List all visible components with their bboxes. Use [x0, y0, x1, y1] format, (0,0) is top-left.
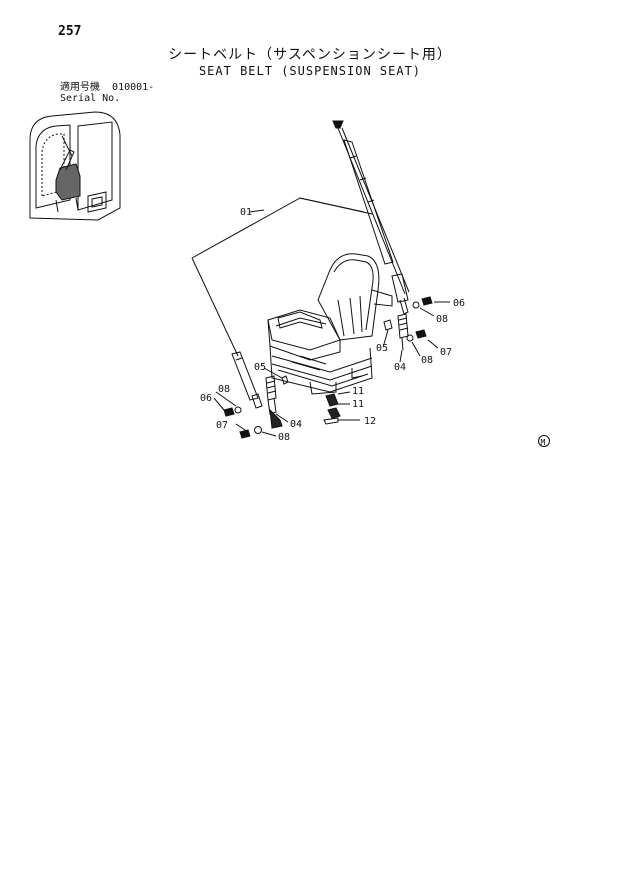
serial-info: 適用号機 010001- Serial No.	[60, 82, 154, 104]
part-label: 06	[453, 298, 465, 309]
right-belt-strap	[332, 120, 410, 351]
part-label: 08	[278, 432, 290, 443]
m-mark-circle	[538, 435, 550, 447]
serial-label-jp: 適用号機	[60, 82, 100, 93]
page-number: 257	[58, 24, 82, 39]
part-label: 07	[440, 347, 452, 358]
leader-lines	[213, 209, 450, 437]
part-labels: 01 06 08 05 07 08 04 05 08 06 11 11 04 0…	[200, 207, 546, 447]
part-label: 12	[364, 416, 376, 427]
left-belt-strap	[231, 351, 283, 429]
part-label: 05	[376, 343, 388, 354]
suspension-seat	[267, 253, 393, 395]
part-label: 08	[218, 384, 230, 395]
part-label: 08	[421, 355, 433, 366]
cab-thumbnail	[29, 111, 121, 221]
page-title-jp: シートベルト（サスペンションシート用）	[168, 47, 452, 63]
part-label: 06	[200, 393, 212, 404]
part-label: 08	[436, 314, 448, 325]
m-mark-letter: M	[541, 438, 546, 447]
serial-value: 010001-	[112, 82, 155, 93]
part-label: 11	[352, 386, 364, 397]
part-label: 05	[254, 362, 266, 373]
serial-label-en: Serial No.	[60, 93, 121, 104]
page-title-en: SEAT BELT (SUSPENSION SEAT)	[198, 64, 422, 78]
part-label: 04	[394, 362, 406, 373]
part-label: 01	[240, 207, 252, 218]
part-label: 07	[216, 420, 228, 431]
part-label: 04	[290, 419, 302, 430]
part-label: 11	[352, 399, 364, 410]
